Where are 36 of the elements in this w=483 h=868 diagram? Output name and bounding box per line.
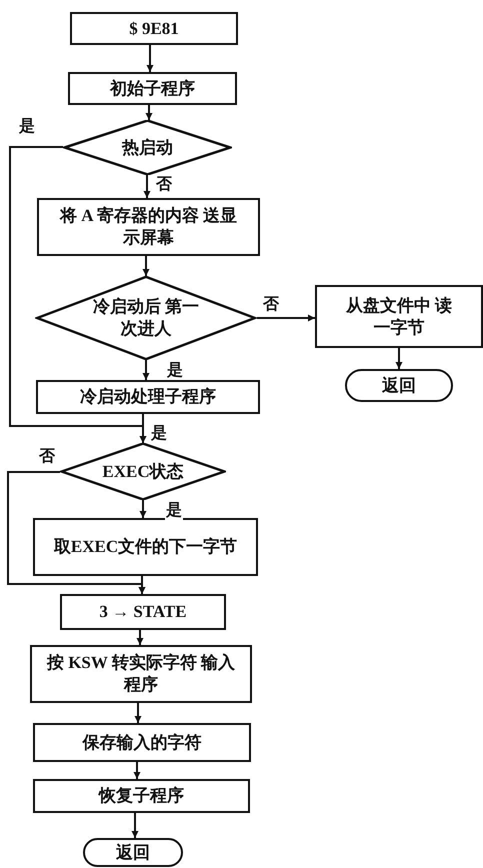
process-box: 取EXEC文件的下一字节 [33,518,258,576]
decision-diamond: 热启动 [63,120,232,175]
process-box: 从盘文件中 读一字节 [315,285,483,348]
arrow [132,813,138,838]
arrow [146,45,154,72]
edge-label: 是 [18,118,36,136]
decision-diamond: 冷启动后 第一次进人 [35,276,257,360]
arrow [144,175,150,198]
edge-label: 否 [155,176,173,194]
process-box: 保存输入的字符 [33,723,251,762]
arrow [134,762,140,779]
arrow [257,314,315,322]
edge-label: 否 [38,448,56,466]
arrow [146,105,152,120]
arrow [140,500,146,518]
process-box: 3 → STATE [60,594,226,630]
arrow [140,414,146,443]
process-box: 冷启动处理子程序 [36,380,260,414]
process-box: $ 9E81 [70,12,238,45]
arrow [138,576,146,594]
process-box: 初始子程序 [68,72,237,105]
process-box: 将 A 寄存器的内容 送显示屏幕 [37,198,260,256]
process-box: 按 KSW 转实际字符 输入程序 [30,645,252,703]
edge-label: 否 [262,296,280,314]
decision-diamond: EXEC状态 [60,443,226,500]
arrow [134,703,142,723]
process-box: 恢复子程序 [33,779,250,813]
arrow [136,630,144,645]
edge-label: 是 [165,502,183,520]
terminal-box: 返回 [345,369,453,402]
edge-label: 是 [166,362,184,380]
arrow [142,256,150,276]
arrow [396,348,402,369]
note-label: 是 [150,425,168,443]
terminal-box: 返回 [83,838,183,867]
arrow [142,360,150,380]
